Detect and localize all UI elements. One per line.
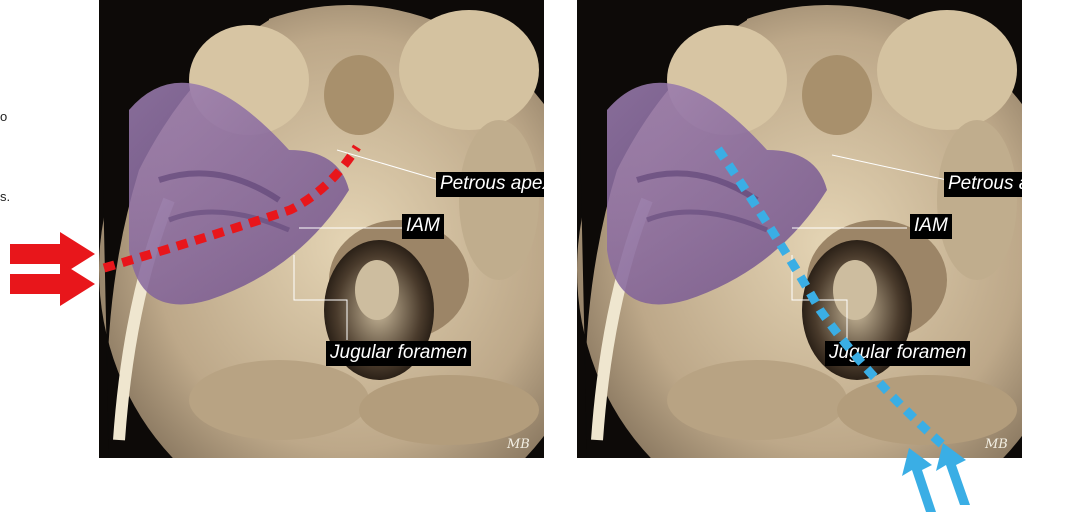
skull-base-illustration-right — [577, 0, 1022, 458]
label-iam: IAM — [910, 214, 952, 239]
signature: MB — [985, 437, 1008, 452]
edge-text-fragment-2: s. — [0, 189, 10, 204]
label-petrous-apex: Petrous apex — [944, 172, 1022, 197]
label-petrous-apex: Petrous apex — [436, 172, 544, 197]
label-iam: IAM — [402, 214, 444, 239]
red-approach-arrow-icon — [10, 232, 95, 306]
label-jugular-foramen: Jugular foramen — [825, 341, 970, 366]
label-jugular-foramen: Jugular foramen — [326, 341, 471, 366]
edge-text-fragment-1: o — [0, 109, 7, 124]
skull-base-render-right: Petrous apex IAM Jugular foramen MB — [577, 0, 1022, 458]
skull-base-illustration-left — [99, 0, 544, 458]
signature: MB — [507, 437, 530, 452]
skull-base-render-left: Petrous apex IAM Jugular foramen MB — [99, 0, 544, 458]
